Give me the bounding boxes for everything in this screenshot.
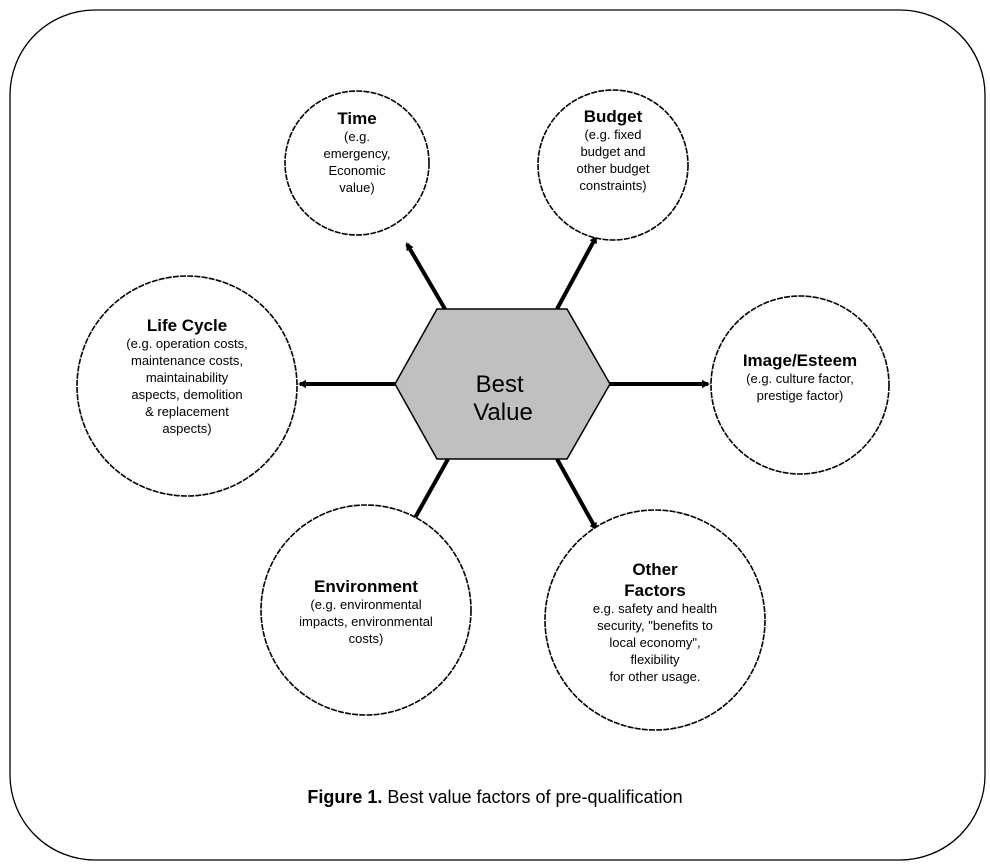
budget-description-line: constraints): [579, 178, 646, 193]
life-cycle-description-line: & replacement: [145, 404, 229, 419]
environment-description-line: impacts, environmental: [299, 614, 433, 629]
life-cycle-circle: [76, 275, 298, 497]
figure-label: Figure 1.: [307, 787, 383, 807]
time-circle: [284, 90, 430, 236]
arrow-to-other-factors: [555, 458, 598, 531]
image-esteem-description-line: prestige factor): [757, 388, 844, 403]
arrow-to-environment: [409, 458, 450, 527]
image-esteem-title: Image/Esteem: [743, 351, 857, 370]
other-factors-circle: [544, 509, 766, 731]
budget-description-line: budget and: [580, 144, 645, 159]
environment-description-line: costs): [349, 631, 384, 646]
life-cycle-description-line: aspects, demolition: [131, 387, 242, 402]
outer-frame: [9, 9, 986, 861]
other-factors-title: Other: [632, 560, 678, 579]
figure-caption-text: Best value factors of pre-qualification: [382, 787, 683, 807]
life-cycle-description-line: maintainability: [146, 370, 229, 385]
other-factors-description-line: security, "benefits to: [597, 618, 713, 633]
other-factors-description-line: for other usage.: [609, 669, 700, 684]
time-description-line: value): [339, 180, 374, 195]
life-cycle-description-line: (e.g. operation costs,: [126, 336, 247, 351]
budget-title: Budget: [584, 107, 643, 126]
other-factors-description-line: e.g. safety and health: [593, 601, 717, 616]
life-cycle-title: Life Cycle: [147, 316, 227, 335]
other-factors-title: Factors: [624, 581, 685, 600]
budget-circle: [537, 89, 689, 241]
image-esteem-description-line: (e.g. culture factor,: [746, 371, 854, 386]
environment-circle: [260, 504, 472, 716]
best-value-label: Best Value: [473, 371, 533, 426]
budget-description-line: other budget: [576, 161, 649, 176]
figure-caption: Figure 1. Best value factors of pre-qual…: [0, 787, 990, 808]
life-cycle-description-line: maintenance costs,: [131, 353, 243, 368]
arrow-to-time: [405, 242, 447, 311]
time-description-line: Economic: [328, 163, 386, 178]
other-factors-description-line: local economy",: [609, 635, 700, 650]
best-value-hexagon: [394, 308, 611, 460]
image-esteem-circle: [710, 295, 890, 475]
environment-description-line: (e.g. environmental: [310, 597, 421, 612]
time-title: Time: [337, 109, 376, 128]
other-factors-description-line: flexibility: [630, 652, 680, 667]
time-description-line: emergency,: [324, 146, 391, 161]
budget-description-line: (e.g. fixed: [584, 127, 641, 142]
environment-title: Environment: [314, 577, 418, 596]
arrow-to-budget: [555, 235, 598, 310]
time-description-line: (e.g.: [344, 129, 370, 144]
life-cycle-description-line: aspects): [162, 421, 211, 436]
